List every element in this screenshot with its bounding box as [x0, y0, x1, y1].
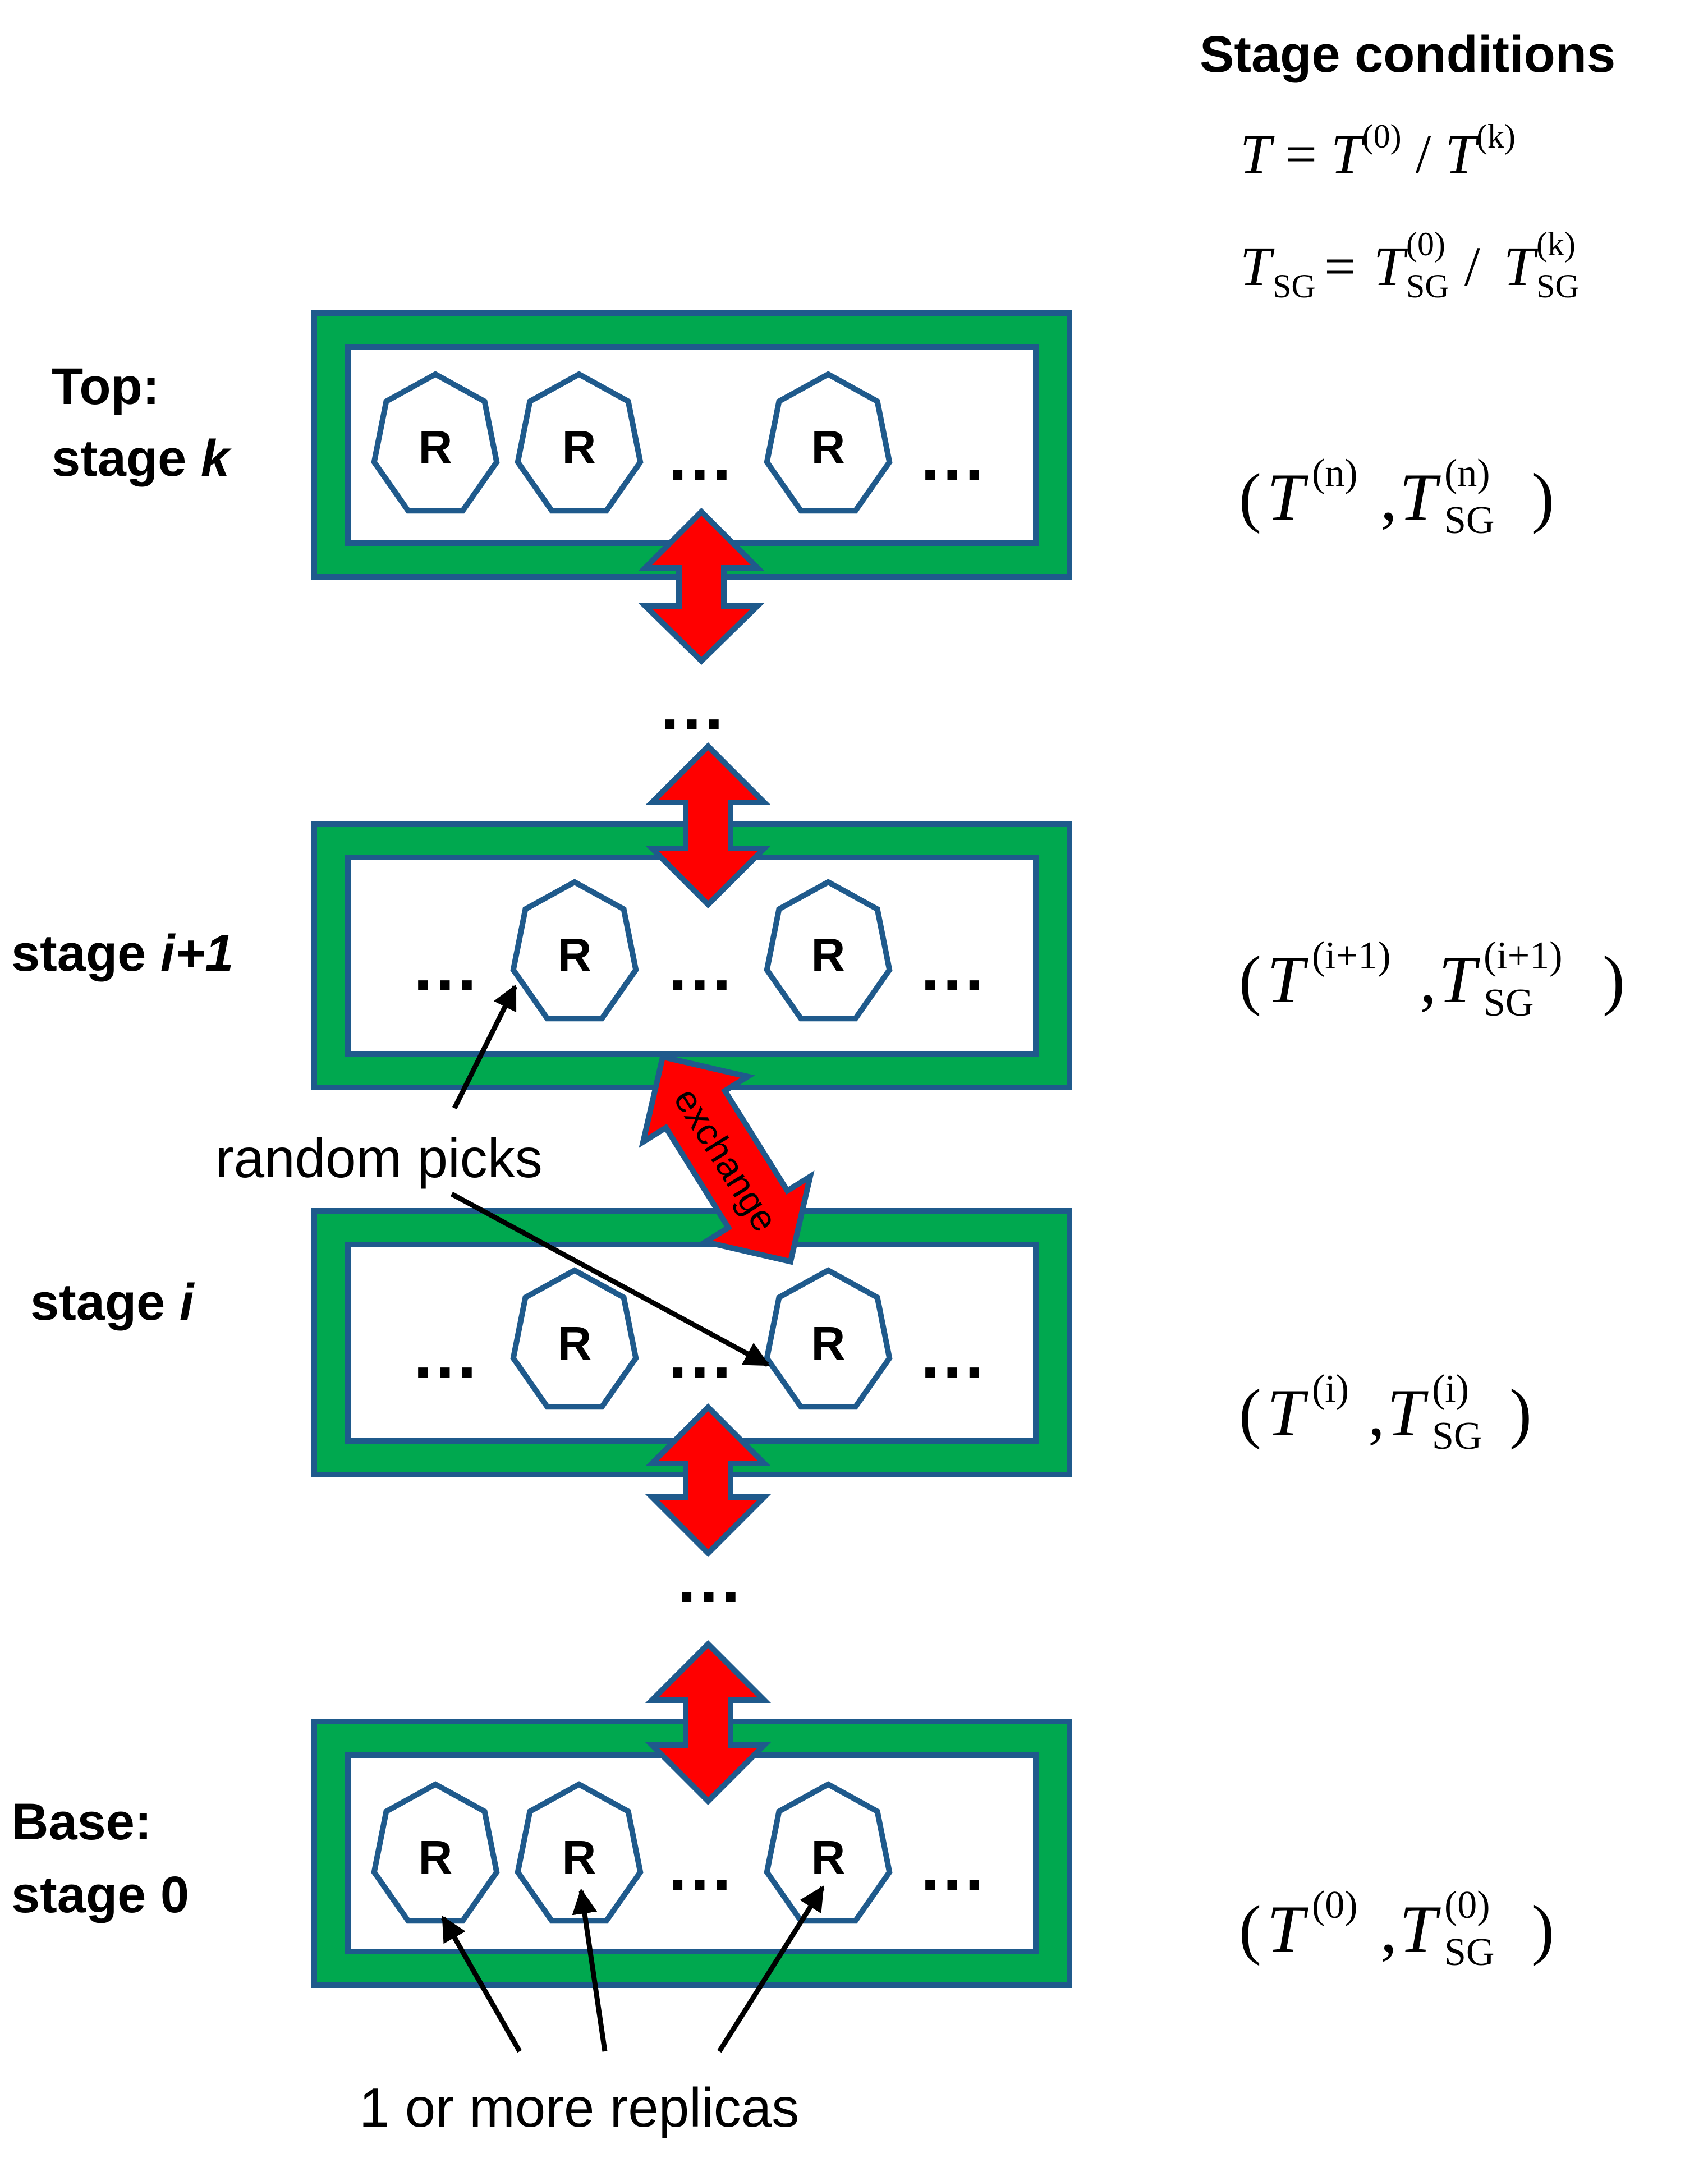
- replicas-pointer: [441, 1916, 522, 2053]
- replicas-pointer: [717, 1885, 825, 2053]
- replica-label: R: [558, 1317, 592, 1370]
- double-arrow: [645, 1640, 772, 1806]
- ellipsis: ...: [921, 1829, 987, 1904]
- replica-label: R: [562, 1831, 596, 1884]
- random-picks-pointer: [450, 1192, 770, 1367]
- replica-heptagon: [371, 1781, 500, 1924]
- replica-label: R: [811, 929, 846, 981]
- ellipsis: ...: [668, 419, 734, 494]
- replica-label: R: [558, 929, 592, 981]
- condition-base: ( T (0) , T (0) SG ): [1239, 1858, 1554, 1980]
- condition-top: ( T (n) , T (n) SG ): [1239, 426, 1554, 548]
- stage-label-base-line2: stage 0: [11, 1866, 189, 1923]
- ellipsis: ...: [921, 930, 987, 1005]
- replicas-label: 1 or more replicas: [359, 2077, 799, 2138]
- replica-heptagon: [515, 371, 644, 514]
- replica-heptagon: [764, 371, 893, 514]
- double-arrow: [645, 742, 772, 909]
- replica-heptagon: [764, 879, 893, 1022]
- stage-label-base-line1: Base:: [11, 1793, 152, 1851]
- replica-heptagon: [764, 1267, 893, 1410]
- replica-heptagon: [510, 1267, 639, 1410]
- random-picks-label: random picks: [215, 1127, 543, 1189]
- replica-heptagon: [764, 1781, 893, 1924]
- replica-label: R: [562, 421, 596, 474]
- double-arrow: [638, 507, 765, 665]
- between-stage-ellipsis: ...: [660, 669, 727, 744]
- replica-label: R: [811, 421, 846, 474]
- replica-heptagon: [510, 879, 639, 1022]
- ellipsis: ...: [921, 1317, 987, 1392]
- ellipsis: ...: [668, 930, 734, 1005]
- replica-label: R: [811, 1317, 846, 1370]
- stage-box-mid: [311, 1208, 1072, 1477]
- double-arrow: [645, 1403, 772, 1558]
- formula-tsg: T SG = T (0) SG / T (k) SG: [1240, 205, 1590, 310]
- ellipsis: ...: [921, 419, 987, 494]
- stage-label-top-line1: Top:: [52, 358, 159, 415]
- replica-label: R: [419, 421, 453, 474]
- stage-label-mid: stage i: [30, 1274, 195, 1331]
- stage-conditions-title: Stage conditions: [1200, 26, 1615, 83]
- ellipsis: ...: [414, 1317, 480, 1392]
- condition-mid: ( T (i) , T (i) SG ): [1239, 1342, 1532, 1463]
- replica-label: R: [811, 1831, 846, 1884]
- replica-label: R: [419, 1831, 453, 1884]
- replica-heptagon: [371, 371, 500, 514]
- stage-label-top-line2: stage k: [52, 430, 232, 487]
- ellipsis: ...: [668, 1829, 734, 1904]
- stage-label-upper: stage i+1: [11, 925, 233, 982]
- random-picks-pointer: [452, 984, 518, 1110]
- ellipsis: ...: [414, 930, 480, 1005]
- replica-heptagon: [515, 1781, 644, 1924]
- formula-t: T = T(0) / T(k): [1240, 118, 1516, 185]
- replicas-pointer: [572, 1888, 608, 2052]
- condition-upper: ( T (i+1) , T (i+1) SG ): [1239, 908, 1625, 1030]
